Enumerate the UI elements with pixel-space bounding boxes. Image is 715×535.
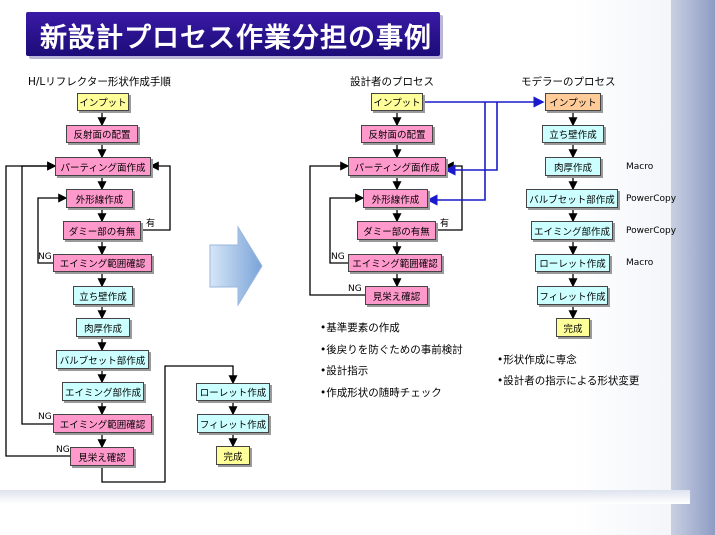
left-ng-label-3: NG bbox=[56, 445, 70, 455]
designer-note-3: •設計指示 bbox=[320, 365, 369, 377]
left-step-thickness: 肉厚作成 bbox=[76, 318, 130, 337]
modeler-tool-label-aiming: PowerCopy bbox=[626, 226, 677, 236]
left-step-appearance-check: 見栄え確認 bbox=[70, 447, 134, 466]
left-step-done: 完成 bbox=[216, 446, 250, 465]
left-step-reflector-layout: 反射面の配置 bbox=[66, 125, 138, 143]
modeler-tool-label-thickness: Macro bbox=[626, 162, 654, 172]
left-column-header: H/Lリフレクター形状作成手順 bbox=[28, 76, 171, 88]
left-step-aiming-part: エイミング部作成 bbox=[62, 382, 144, 401]
left-step-dummy-check: ダミー部の有無 bbox=[63, 221, 141, 240]
modeler-note-1: •形状作成に専念 bbox=[497, 354, 577, 366]
transition-arrow bbox=[209, 225, 263, 307]
modeler-column-header: モデラーのプロセス bbox=[521, 76, 616, 88]
designer-step-appearance-check: 見栄え確認 bbox=[365, 286, 428, 305]
modeler-step-standing-wall: 立ち壁作成 bbox=[542, 125, 604, 143]
slide-bottom-shadow bbox=[0, 490, 690, 504]
modeler-step-knurl: ローレット作成 bbox=[535, 254, 610, 272]
designer-step-parting-surface: パーティング面作成 bbox=[348, 157, 446, 176]
designer-note-1: •基準要素の作成 bbox=[320, 322, 400, 334]
left-step-aiming-range-check-2: エイミング範囲確認 bbox=[53, 414, 152, 433]
modeler-tool-label-knurl: Macro bbox=[626, 258, 654, 268]
title-bar bbox=[26, 12, 440, 56]
modeler-note-2: •設計者の指示による形状変更 bbox=[497, 375, 640, 387]
designer-ng-label-2: NG bbox=[348, 284, 362, 294]
designer-step-dummy-check: ダミー部の有無 bbox=[357, 221, 436, 240]
modeler-step-bulb-set: バルブセット部作成 bbox=[526, 189, 618, 208]
left-step-input: インプット bbox=[77, 93, 129, 111]
left-ng-label-2: NG bbox=[38, 412, 52, 422]
modeler-step-input: インプット bbox=[545, 93, 601, 111]
left-step-fillet: フィレット作成 bbox=[197, 414, 269, 433]
left-step-outline: 外形線作成 bbox=[66, 189, 133, 208]
left-step-bulb-set: バルブセット部作成 bbox=[56, 350, 149, 369]
left-step-parting-surface: パーティング面作成 bbox=[55, 157, 151, 176]
modeler-step-fillet: フィレット作成 bbox=[537, 286, 608, 305]
designer-note-4: •作成形状の随時チェック bbox=[320, 387, 442, 399]
left-step-standing-wall: 立ち壁作成 bbox=[73, 286, 133, 305]
slide-side-strip bbox=[671, 0, 715, 535]
designer-ng-label-1: NG bbox=[331, 252, 345, 262]
designer-step-input: インプット bbox=[371, 93, 423, 111]
designer-step-aiming-range-check: エイミング範囲確認 bbox=[348, 254, 442, 272]
modeler-step-aiming-part: エイミング部作成 bbox=[531, 221, 613, 240]
designer-step-outline: 外形線作成 bbox=[363, 189, 428, 208]
modeler-tool-label-bulb-set: PowerCopy bbox=[626, 194, 677, 204]
designer-step-reflector-layout: 反射面の配置 bbox=[361, 125, 433, 143]
left-yes-label: 有 bbox=[146, 219, 156, 229]
designer-column-header: 設計者のプロセス bbox=[350, 76, 434, 88]
modeler-step-thickness: 肉厚作成 bbox=[545, 157, 601, 176]
slide-title: 新設計プロセス作業分担の事例 bbox=[40, 23, 432, 54]
modeler-step-done: 完成 bbox=[556, 318, 590, 337]
designer-note-2: •後戻りを防ぐための事前検討 bbox=[320, 344, 463, 356]
left-step-knurl: ローレット作成 bbox=[196, 383, 270, 401]
designer-yes-label: 有 bbox=[440, 219, 450, 229]
left-step-aiming-range-check: エイミング範囲確認 bbox=[53, 254, 152, 272]
left-ng-label-1: NG bbox=[38, 252, 52, 262]
